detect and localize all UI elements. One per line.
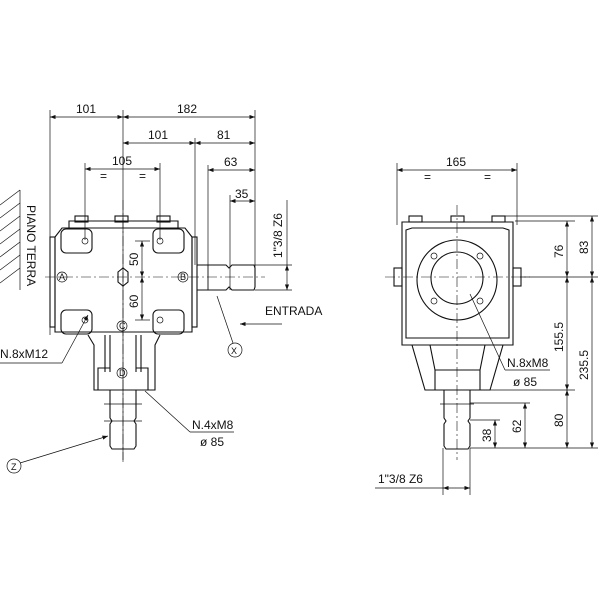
dim-101-center: 101	[148, 128, 168, 142]
output-shaft-side	[440, 390, 474, 450]
dim-165: 165	[446, 155, 466, 169]
dim-80: 80	[552, 413, 566, 427]
dimension-lines	[375, 167, 595, 491]
equal-mark: =	[424, 170, 431, 184]
ground-plane-label: PIANO TERRA	[24, 205, 38, 286]
flange-bolt-note: N.4xM8	[192, 418, 234, 432]
equal-mark: =	[484, 170, 491, 184]
equal-mark: =	[100, 169, 107, 183]
dim-50: 50	[127, 252, 141, 266]
input-direction-label: ENTRADA	[265, 304, 322, 318]
shaft-spec-label: 1"3/8 Z6	[271, 213, 285, 258]
dim-235-5: 235.5	[577, 350, 591, 380]
dim-35: 35	[235, 187, 249, 201]
equal-mark: =	[139, 169, 146, 183]
dim-155-5: 155.5	[552, 322, 566, 352]
dim-76: 76	[552, 244, 566, 258]
leader-line	[19, 435, 109, 464]
leader-line	[216, 295, 234, 344]
leader-line	[61, 314, 89, 364]
bolt-holes	[81, 237, 164, 324]
bolt-note: N.8xM12	[0, 347, 48, 361]
face-label-d: D	[116, 367, 128, 379]
dim-83: 83	[577, 240, 591, 254]
dim-101-left: 101	[76, 102, 96, 116]
dim-63: 63	[224, 155, 238, 169]
flange-bolt-holes	[430, 252, 484, 305]
svg-text:D: D	[119, 368, 126, 378]
front-view: 101 182 101 81 105 = = 63 35 50 60 1"3/8…	[0, 102, 322, 474]
gearbox-body	[49, 215, 198, 391]
svg-text:X: X	[231, 346, 237, 356]
dim-182: 182	[177, 102, 197, 116]
face-label-a: A	[56, 271, 68, 283]
face-label-c: C	[116, 320, 128, 332]
dim-105: 105	[112, 154, 132, 168]
svg-text:C: C	[119, 321, 126, 331]
extension-lines	[396, 163, 598, 495]
flange-diameter: ø 85	[513, 375, 537, 389]
callout-z: Z	[6, 458, 22, 474]
svg-text:A: A	[59, 272, 65, 282]
dim-38: 38	[480, 428, 494, 442]
leader-line	[144, 390, 191, 433]
dimension-lines	[50, 114, 290, 320]
svg-text:Z: Z	[11, 462, 17, 472]
dim-62: 62	[510, 419, 524, 433]
ground-hatch	[0, 189, 21, 290]
shaft-spec-label: 1"3/8 Z6	[378, 472, 423, 486]
flange-diameter: ø 85	[200, 435, 224, 449]
extension-lines	[49, 110, 292, 460]
leader-line	[469, 293, 506, 371]
svg-text:B: B	[180, 272, 186, 282]
flange-bolt-note: N.8xM8	[507, 356, 549, 370]
face-label-b: B	[177, 271, 189, 283]
dim-81: 81	[217, 128, 231, 142]
dim-60: 60	[127, 294, 141, 308]
input-shaft	[197, 264, 256, 291]
callout-x: X	[227, 342, 243, 358]
side-view: 165 = = 76 83 155.5 235.5 80 62 38 1"3/8…	[375, 155, 598, 495]
